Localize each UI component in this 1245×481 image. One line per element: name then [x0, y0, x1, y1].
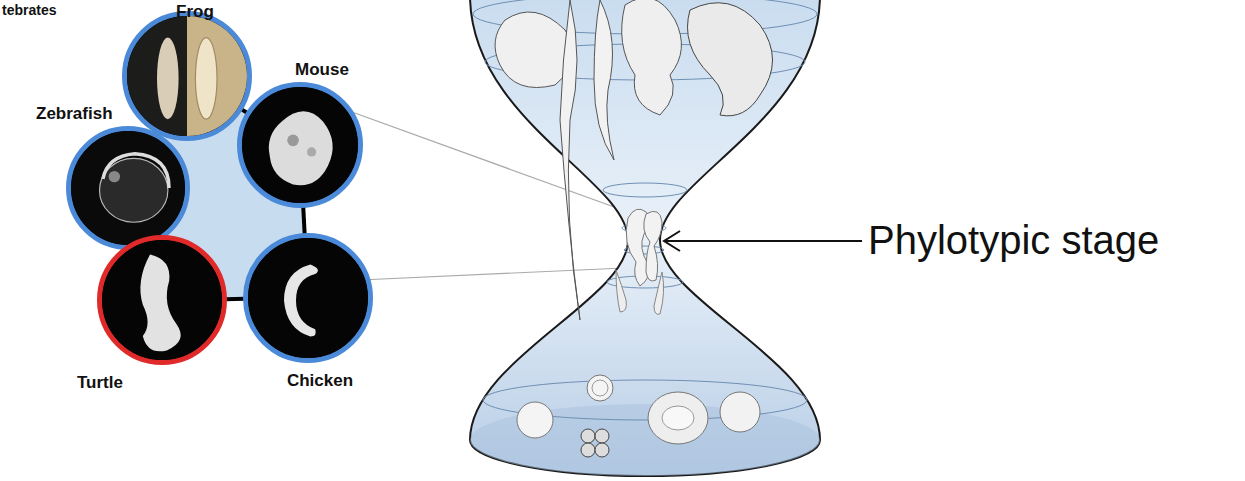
stage-label: Phylotypic stage — [868, 218, 1159, 263]
cut-heading: tebrates — [2, 2, 56, 18]
embryo-photo — [102, 240, 222, 360]
embryo-photo — [248, 238, 368, 358]
embryo-photo — [127, 16, 247, 136]
embryo-circle — [237, 82, 363, 208]
hourglass — [470, 0, 820, 476]
species-label: Turtle — [77, 373, 123, 393]
species-label: Zebrafish — [36, 104, 113, 124]
pointer-arrow — [664, 231, 862, 251]
embryo-photo — [71, 131, 185, 245]
embryo-circle — [66, 126, 190, 250]
species-label: Mouse — [295, 60, 349, 80]
embryo-circle — [97, 235, 227, 365]
species-label: Frog — [176, 2, 214, 22]
embryo-photo — [242, 87, 358, 203]
leader-line — [360, 268, 624, 280]
link-line — [225, 298, 245, 299]
embryo-circle — [122, 11, 252, 141]
link-line — [303, 206, 305, 235]
species-label: Chicken — [287, 371, 353, 391]
embryo-circle — [243, 233, 373, 363]
